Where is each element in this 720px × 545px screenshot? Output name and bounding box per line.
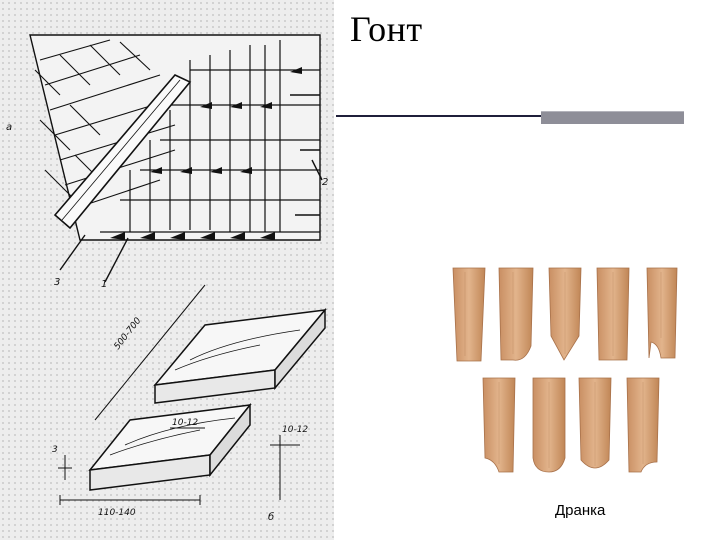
slide-title: Гонт	[350, 9, 423, 49]
technical-drawing-panel: а 3 1 2 500-700 110-140 10-12 10-12 3 б	[0, 0, 334, 540]
dim-width-label: 110-140	[98, 508, 136, 518]
label-2: 2	[322, 177, 328, 188]
dim-thickness-label: 3	[52, 445, 58, 455]
label-a: а	[6, 122, 12, 133]
shingle-2	[498, 267, 534, 361]
label-1: 1	[101, 279, 107, 290]
shingle-1	[452, 267, 486, 362]
dim-groove-side-label: 10-12	[282, 425, 308, 435]
dim-groove-label: 10-12	[172, 418, 198, 428]
dim-length-label: 500-700	[112, 316, 143, 352]
label-b: б	[268, 511, 274, 523]
shingles-illustration	[452, 267, 678, 473]
title-rule-line	[336, 115, 541, 117]
photo-caption: Дранка	[555, 502, 606, 519]
shingles-photo	[447, 264, 685, 480]
shingle-drawing: а 3 1 2 500-700 110-140 10-12 10-12 3 б	[6, 34, 328, 523]
title-rule-block	[541, 111, 684, 124]
shingle-5	[646, 267, 678, 359]
label-3: 3	[54, 277, 60, 288]
